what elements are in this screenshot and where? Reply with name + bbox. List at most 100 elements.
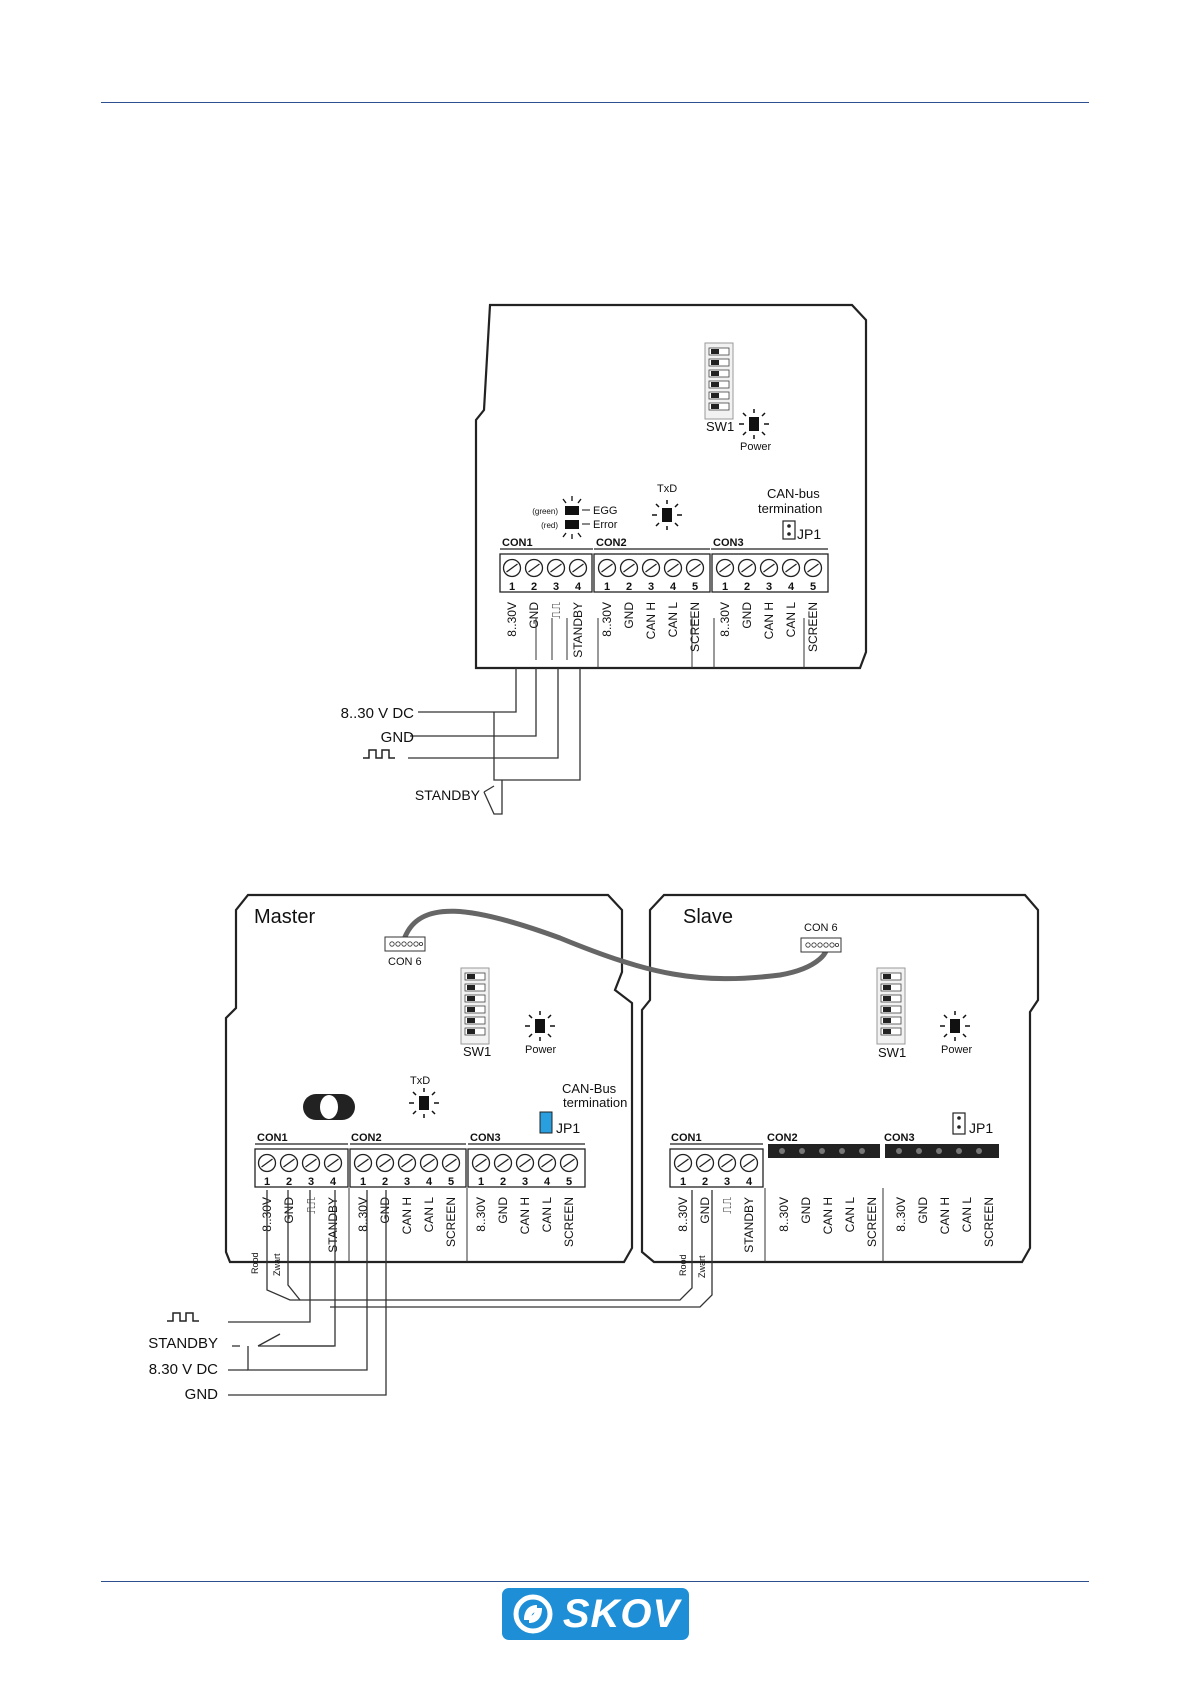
master-con3-label: CON3	[470, 1132, 501, 1144]
master-con1-label: CON1	[257, 1132, 288, 1144]
power-label: Power	[740, 441, 772, 453]
d2-slave-con1-pin-number: 1	[680, 1176, 686, 1188]
d1-con2-pin-number: 3	[648, 581, 654, 593]
d2-master-con3-pin-number: 2	[500, 1176, 506, 1188]
d2-slave-con3-pin-label: 8..30V	[894, 1197, 908, 1232]
d2-master-con1-pin-label: GND	[282, 1197, 296, 1224]
d1-con1-pin-number: 3	[553, 581, 559, 593]
d2-master-con2-pin-number: 4	[426, 1176, 433, 1188]
slave-con3-label: CON3	[884, 1132, 915, 1144]
d1-con3-pin-number: 2	[744, 581, 750, 593]
d1-con1-pin-number: 4	[575, 581, 582, 593]
d1-con1-screw-2	[524, 558, 544, 578]
d1-con3-screw-2	[737, 558, 757, 578]
d2-master-con3-pin-number: 5	[566, 1176, 572, 1188]
master-con6-label: CON 6	[388, 956, 422, 968]
wire-label-vdc: 8..30 V DC	[341, 705, 415, 722]
d2-master-con1-screw-4	[323, 1153, 343, 1173]
master-zwart-label: Zwart	[272, 1253, 282, 1276]
diagram-2-master-slave: Master Slave CON 6 CON 6 SW1 Power TxD C…	[148, 893, 1040, 1403]
d2-master-con1-pin-number: 4	[330, 1176, 337, 1188]
d2-master-con2-pin-number: 1	[360, 1176, 366, 1188]
d1-con2-pin-number: 5	[692, 581, 698, 593]
d2-master-con2-pin-label: SCREEN	[444, 1197, 458, 1247]
slave-jp1-jumper	[952, 1112, 966, 1135]
slave-dip-switch-sw1	[876, 967, 906, 1045]
d2-master-con1-pin-number: 1	[264, 1176, 270, 1188]
d2-master-con2-pin-label: 8..30V	[356, 1197, 370, 1232]
egg-label: EGG	[593, 505, 617, 517]
d2-master-con2-screw-3	[397, 1153, 417, 1173]
con1-label: CON1	[502, 537, 533, 549]
d1-con2-pin-label: SCREEN	[688, 602, 702, 652]
d2-master-con3-screw-2	[493, 1153, 513, 1173]
d1-con2-pin-number: 1	[604, 581, 610, 593]
d2-master-con3-screw-1	[471, 1153, 491, 1173]
con3-label: CON3	[713, 537, 744, 549]
d2-master-con2-screw-5	[441, 1153, 461, 1173]
wire-label-standby: STANDBY	[415, 787, 481, 803]
master-title: Master	[254, 906, 315, 928]
con6-link-cable	[402, 908, 830, 982]
d1-con2-screw-4	[663, 558, 683, 578]
d1-con3-pin-label: SCREEN	[806, 602, 820, 652]
sw1-label: SW1	[706, 419, 734, 434]
skov-logo-text: SKOV	[562, 1591, 681, 1636]
d2-slave-con2-pin-label: GND	[799, 1197, 813, 1224]
skov-logo: SKOV	[502, 1588, 689, 1640]
d2-master-con1-pin-number: 2	[286, 1176, 292, 1188]
d2-slave-con1-screw-2	[695, 1153, 715, 1173]
jp1-label: JP1	[797, 526, 821, 542]
wire-label-gnd-2: GND	[185, 1386, 219, 1403]
diagram-1-single-controller: SW1 Power TxD CAN-bus termination JP1 (g…	[341, 303, 868, 815]
d1-con2-screw-2	[619, 558, 639, 578]
d1-con1-pin-number: 2	[531, 581, 537, 593]
slave-zwart-label: Zwart	[697, 1255, 707, 1278]
d2-master-con3-pin-label: CAN L	[540, 1197, 554, 1233]
canbus-label-1: CAN-bus	[767, 486, 820, 501]
d2-slave-con3-pin-label: GND	[916, 1197, 930, 1224]
header-rule	[101, 102, 1089, 103]
d1-con3-pin-label: 8..30V	[718, 602, 732, 637]
d2-master-con1-screw-2	[279, 1153, 299, 1173]
master-pulse-signal-icon	[166, 1312, 200, 1322]
master-txd-label: TxD	[410, 1075, 430, 1087]
skov-logo-icon	[513, 1594, 553, 1634]
d1-con2-screw-1	[597, 558, 617, 578]
d1-con1-pin-label: GND	[527, 602, 541, 629]
d2-slave-con1-screw-4	[739, 1153, 759, 1173]
d2-master-con3-screw-4	[537, 1153, 557, 1173]
jp1-jumper	[782, 520, 796, 540]
d1-con1-screw-4	[568, 558, 588, 578]
slave-con1-label: CON1	[671, 1132, 702, 1144]
slave-sw1-label: SW1	[878, 1045, 906, 1060]
slave-con6-label: CON 6	[804, 922, 838, 934]
txd-label: TxD	[657, 483, 677, 495]
master-jp1-jumper-active	[539, 1111, 553, 1134]
egg-led-icon	[565, 506, 579, 515]
d1-con2-screw-3	[641, 558, 661, 578]
d2-master-con2-pin-label: CAN L	[422, 1197, 436, 1233]
diagram-1-wires	[408, 668, 581, 815]
con2-label: CON2	[596, 537, 627, 549]
d2-slave-con1-pin-label: GND	[698, 1197, 712, 1224]
d2-master-con3-pin-label: 8..30V	[474, 1197, 488, 1232]
dip-switch-sw1	[704, 342, 734, 420]
d2-slave-con1-pin-number: 2	[702, 1176, 708, 1188]
d2-slave-con2-pin-label: SCREEN	[865, 1197, 879, 1247]
master-con6-connector	[384, 936, 426, 952]
d2-master-con1-screw-3	[301, 1153, 321, 1173]
d1-con2-pin-label: CAN H	[644, 602, 658, 639]
d2-master-con3-pin-label: SCREEN	[562, 1197, 576, 1247]
master-jp1-label: JP1	[556, 1120, 580, 1136]
d2-slave-con1-pin-number: 3	[724, 1176, 730, 1188]
d1-con3-screw-5	[803, 558, 823, 578]
pulse-signal-icon	[362, 749, 396, 759]
d2-slave-con1-pin-label: ⎍⎍	[720, 1196, 734, 1213]
d2-master-con2-screw-1	[353, 1153, 373, 1173]
d1-con1-pin-label: ⎍⎍	[549, 601, 563, 618]
d2-master-con3-pin-number: 1	[478, 1176, 484, 1188]
red-label: (red)	[541, 521, 558, 530]
d1-con1-screw-3	[546, 558, 566, 578]
